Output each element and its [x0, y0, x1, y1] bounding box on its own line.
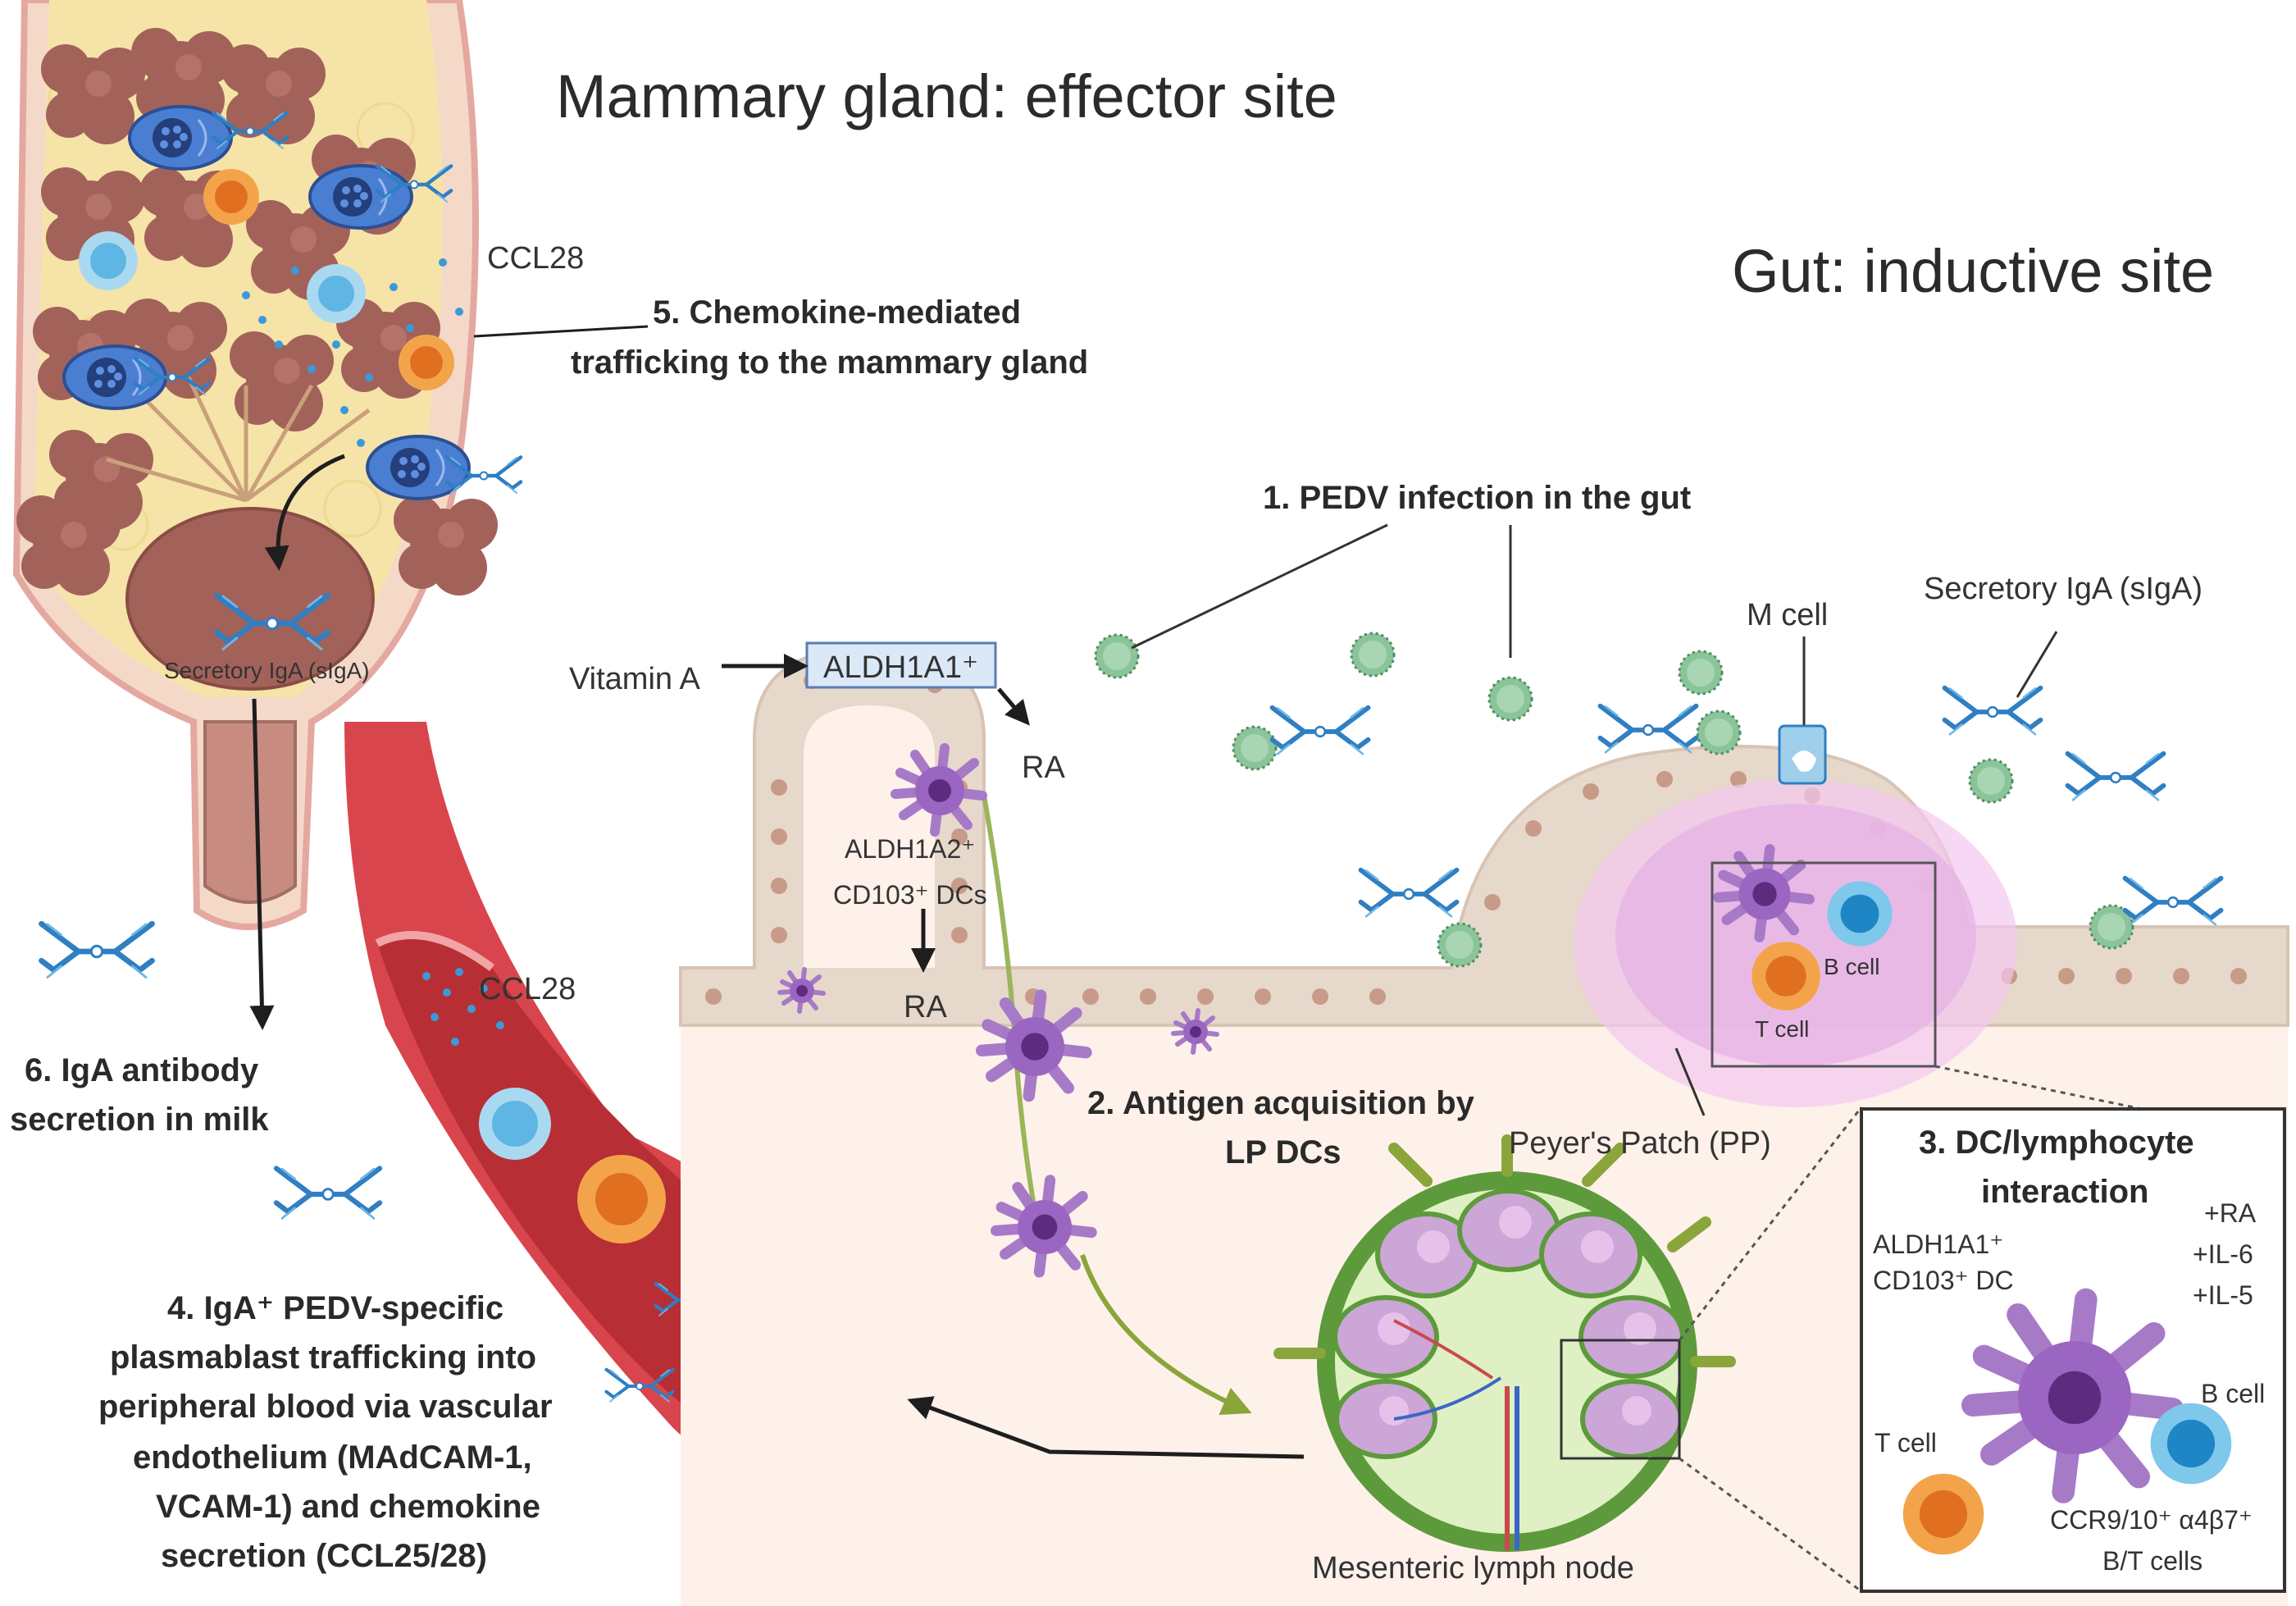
- inset-ccr9-label: CCR9/10⁺ α4β7⁺: [2050, 1505, 2253, 1535]
- t-cell-icon: [1752, 942, 1820, 1011]
- secretion-arrow: [249, 698, 275, 1030]
- step3-line2: interaction: [1981, 1174, 2148, 1210]
- inset-aldh-label: ALDH1A1⁺: [1873, 1230, 2003, 1259]
- step1-leader: [1131, 523, 1388, 650]
- step5-line1: 5. Chemokine-mediated: [653, 294, 1021, 331]
- cd103-dcs-label: CD103⁺ DCs: [833, 880, 987, 910]
- step5-leader: [473, 325, 649, 338]
- lymph-flow-arrow: [1080, 1254, 1252, 1415]
- t-cell-icon: [577, 1155, 666, 1243]
- step6-line1: 6. IgA antibody: [25, 1052, 259, 1088]
- antibody-icon: [1945, 688, 2041, 735]
- virus-icon: [1437, 922, 1483, 968]
- mesenteric-lymph-node: [1273, 1134, 1736, 1552]
- antibody-icon: [276, 1169, 380, 1219]
- b-cell-icon: [479, 1088, 551, 1160]
- virus-icon: [1487, 676, 1533, 722]
- antibody-icon: [1601, 706, 1697, 753]
- pp-leader: [1674, 1047, 1706, 1116]
- virus-icon: [1232, 725, 1278, 771]
- aldh1a1-box: [805, 641, 997, 689]
- step2-line1: 2. Antigen acquisition by: [1087, 1085, 1475, 1121]
- siga-leader: [2016, 631, 2058, 698]
- b-cell-pp-label: B cell: [1824, 954, 1879, 979]
- aldh1a2-label: ALDH1A2⁺: [845, 834, 975, 864]
- antibody-icon: [2068, 754, 2164, 801]
- ra-arrow-top: [997, 687, 1030, 726]
- t-cell-icon: [203, 169, 259, 225]
- virus-icon: [1094, 633, 1140, 679]
- step4-line4: endothelium (MAdCAM-1,: [133, 1439, 532, 1476]
- inset-cd103-label: CD103⁺ DC: [1873, 1266, 2014, 1295]
- t-cell-icon: [1902, 1473, 1984, 1555]
- vitamin-a-label: Vitamin A: [569, 662, 700, 696]
- virus-icon: [1350, 632, 1396, 678]
- b-cell-icon: [307, 264, 366, 323]
- b-cell-icon: [2150, 1403, 2232, 1485]
- ccl28-vessel-label: CCL28: [479, 972, 576, 1006]
- inset-bcell-label: B cell: [2201, 1379, 2265, 1408]
- step4-line2: plasmablast trafficking into: [110, 1339, 536, 1376]
- mln-label: Mesenteric lymph node: [1312, 1551, 1634, 1585]
- effector-title: Mammary gland: effector site: [556, 62, 1337, 130]
- siga-gland-label: Secretory IgA (sIgA): [164, 658, 370, 683]
- virus-icon: [1968, 758, 2014, 804]
- step5-line2: trafficking to the mammary gland: [571, 344, 1088, 381]
- ra-lower-label: RA: [904, 990, 947, 1024]
- ra-top-label: RA: [1022, 751, 1065, 785]
- antibody-icon: [42, 924, 153, 977]
- step4-line5: VCAM-1) and chemokine: [156, 1489, 540, 1525]
- antibody-icon: [1361, 870, 1457, 917]
- plasmablast-icon: [62, 344, 167, 410]
- inset-il5-label: +IL-5: [2193, 1280, 2253, 1310]
- virus-icon: [1678, 650, 1724, 696]
- step3-line1: 3. DC/lymphocyte: [1919, 1125, 2194, 1161]
- siga-gut-label: Secretory IgA (sIgA): [1924, 572, 2203, 606]
- plasmablast-exit-arrow: [907, 1396, 1305, 1459]
- aldh1a1-label: ALDH1A1⁺: [823, 650, 978, 685]
- step4-line3: peripheral blood via vascular: [98, 1389, 553, 1425]
- t-cell-pp-label: T cell: [1755, 1016, 1809, 1042]
- t-cell-icon: [399, 335, 454, 390]
- antibody-icon: [2125, 878, 2221, 925]
- ccl28-gland-label: CCL28: [487, 241, 584, 276]
- b-cell-icon: [79, 231, 138, 290]
- antibody-icon: [1273, 708, 1369, 755]
- step6-line2: secretion in milk: [10, 1102, 269, 1138]
- pp-zoom-box: [1711, 861, 1937, 1068]
- mln-zoom-box: [1560, 1339, 1681, 1460]
- step4-line1: 4. IgA⁺ PEDV-specific: [167, 1290, 503, 1326]
- virus-icon: [1696, 709, 1742, 755]
- inset-ra-label: +RA: [2204, 1198, 2257, 1228]
- gland-arrow: [264, 454, 345, 571]
- mammary-gland: [12, 0, 521, 930]
- inductive-title: Gut: inductive site: [1732, 237, 2214, 305]
- zoom-line-mln-a: [1678, 1106, 1863, 1341]
- step2-line2: LP DCs: [1225, 1134, 1342, 1170]
- step1-label: 1. PEDV infection in the gut: [1263, 480, 1691, 516]
- b-cell-icon: [1827, 881, 1893, 947]
- plasmablast-icon: [308, 164, 413, 230]
- inset-tcell-label: T cell: [1875, 1428, 1937, 1458]
- step4-line6: secretion (CCL25/28): [161, 1538, 487, 1574]
- zoom-line-mln-b: [1679, 1457, 1862, 1593]
- inset-il6-label: +IL-6: [2193, 1239, 2253, 1269]
- dc-lymphocyte-inset: [1860, 1107, 2286, 1593]
- inset-bt-label: B/T cells: [2102, 1546, 2203, 1576]
- peyers-patch-label: Peyer's Patch (PP): [1509, 1126, 1771, 1161]
- m-cell-label: M cell: [1747, 598, 1828, 632]
